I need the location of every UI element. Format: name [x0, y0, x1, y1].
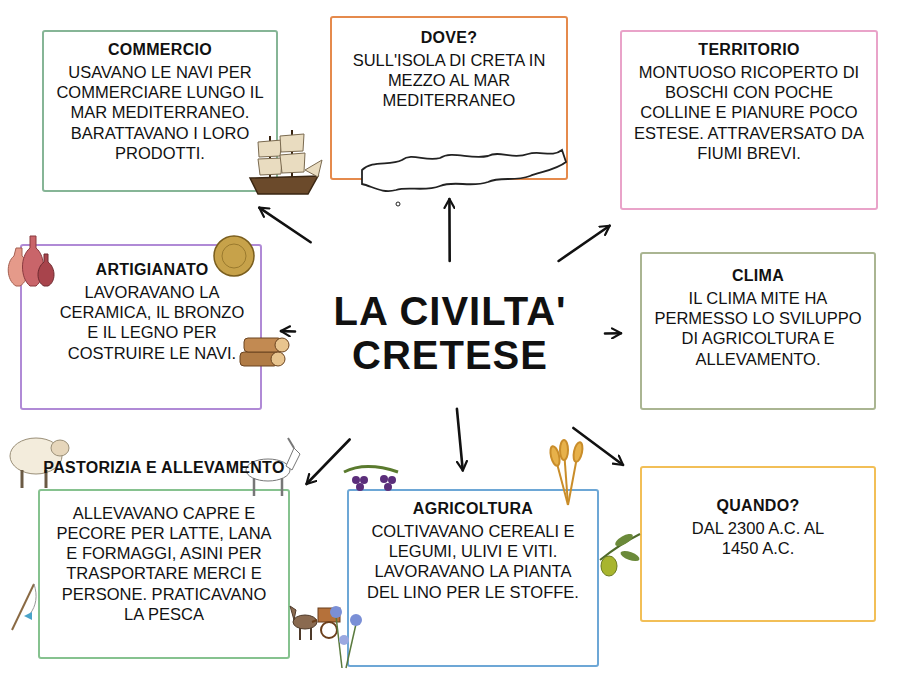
sheep-picture [10, 438, 69, 488]
connector-arrow [448, 199, 451, 261]
topic-box: COMMERCIO USAVANO LE NAVI PER COMMERCIARE… [42, 30, 278, 192]
topic-box: CLIMA IL CLIMA MITE HA PERMESSO LO SVILUP… [640, 252, 876, 410]
vases-picture [8, 236, 54, 286]
crete-map [362, 150, 566, 191]
topic-heading: PASTORIZIA E ALLEVAMENTO [40, 458, 288, 477]
fishing-rod [12, 584, 36, 630]
connector-arrow [605, 332, 621, 335]
topic-box: AGRICOLTURA COLTIVAVANO CEREALI E LEGUMI,… [347, 489, 599, 667]
topic-text: LAVORAVANO LA CERAMICA, IL BRONZO E IL L… [56, 282, 248, 363]
connector-arrow [457, 409, 463, 471]
topic-box: TERRITORIO MONTUOSO RICOPERTO DI BOSCHI C… [620, 30, 878, 210]
connector-arrow [259, 208, 310, 243]
topic-text: ALLEVAVANO CAPRE E PECORE PER LATTE, LAN… [52, 503, 276, 624]
topic-heading: TERRITORIO [634, 40, 864, 59]
topic-heading: CLIMA [654, 266, 862, 285]
central-topic: LA CIVILTA' CRETESE [305, 283, 595, 389]
central-title: LA CIVILTA' CRETESE [317, 289, 583, 377]
topic-heading: DOVE? [344, 28, 554, 47]
topic-heading: QUANDO? [654, 496, 862, 515]
topic-box: ARTIGIANATO LAVORAVANO LA CERAMICA, IL BR… [20, 244, 262, 410]
logs-picture [240, 338, 289, 366]
bronze-gong [214, 236, 254, 276]
topic-box: PASTORIZIA E ALLEVAMENTOALLEVAVANO CAPRE… [38, 489, 290, 659]
goat-picture [246, 438, 300, 496]
olive-picture [600, 532, 641, 576]
topic-text: COLTIVAVANO CEREALI E LEGUMI, ULIVI E VI… [361, 521, 585, 602]
topic-text: MONTUOSO RICOPERTO DI BOSCHI CON POCHE C… [634, 62, 864, 163]
topic-text: IL CLIMA MITE HA PERMESSO LO SVILUPPO DI… [654, 288, 862, 369]
topic-box: QUANDO? DAL 2300 A.C. AL 1450 A.C. [640, 466, 876, 622]
grapes-picture [344, 467, 398, 491]
topic-heading: AGRICOLTURA [361, 499, 585, 518]
connector-arrow [559, 226, 610, 261]
flax-picture [330, 606, 362, 668]
wheat-picture [549, 440, 584, 505]
ship-picture [250, 130, 322, 194]
topic-heading: ARTIGIANATO [56, 260, 248, 279]
topic-text: SULL'ISOLA DI CRETA IN MEZZO AL MAR MEDI… [344, 50, 554, 110]
topic-heading: COMMERCIO [56, 40, 264, 59]
connector-arrow [281, 330, 295, 333]
connector-arrow [306, 439, 349, 484]
topic-text: DAL 2300 A.C. AL 1450 A.C. [654, 518, 862, 558]
topic-text: USAVANO LE NAVI PER COMMERCIARE LUNGO IL… [56, 62, 264, 163]
